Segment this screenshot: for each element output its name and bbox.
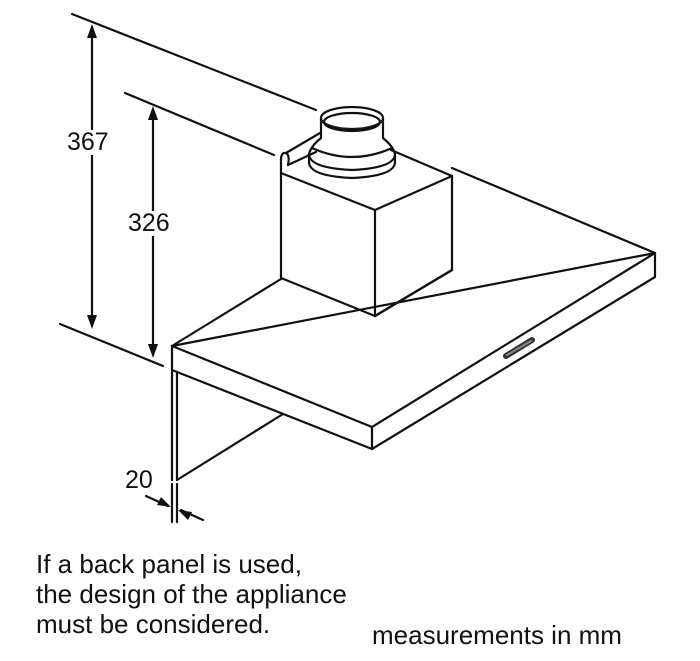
dimension-367-lines bbox=[58, 12, 318, 368]
chimney-box bbox=[279, 131, 454, 318]
hood-canopy bbox=[170, 166, 657, 451]
back-panel bbox=[170, 368, 285, 482]
note-line-3: must be considered. bbox=[36, 609, 271, 639]
dimension-arrowheads bbox=[87, 24, 192, 520]
units-label: measurements in mm bbox=[372, 620, 622, 650]
note-line-1: If a back panel is used, bbox=[36, 549, 302, 579]
duct-connector bbox=[307, 105, 397, 180]
dimension-label-20: 20 bbox=[125, 466, 153, 494]
control-strip bbox=[503, 337, 535, 359]
back-panel-note: If a back panel is used, the design of t… bbox=[36, 549, 347, 639]
note-line-2: the design of the appliance bbox=[36, 579, 347, 609]
dimension-label-326: 326 bbox=[127, 209, 171, 237]
dimension-label-367: 367 bbox=[66, 128, 110, 156]
dimension-20-lines bbox=[144, 482, 205, 524]
